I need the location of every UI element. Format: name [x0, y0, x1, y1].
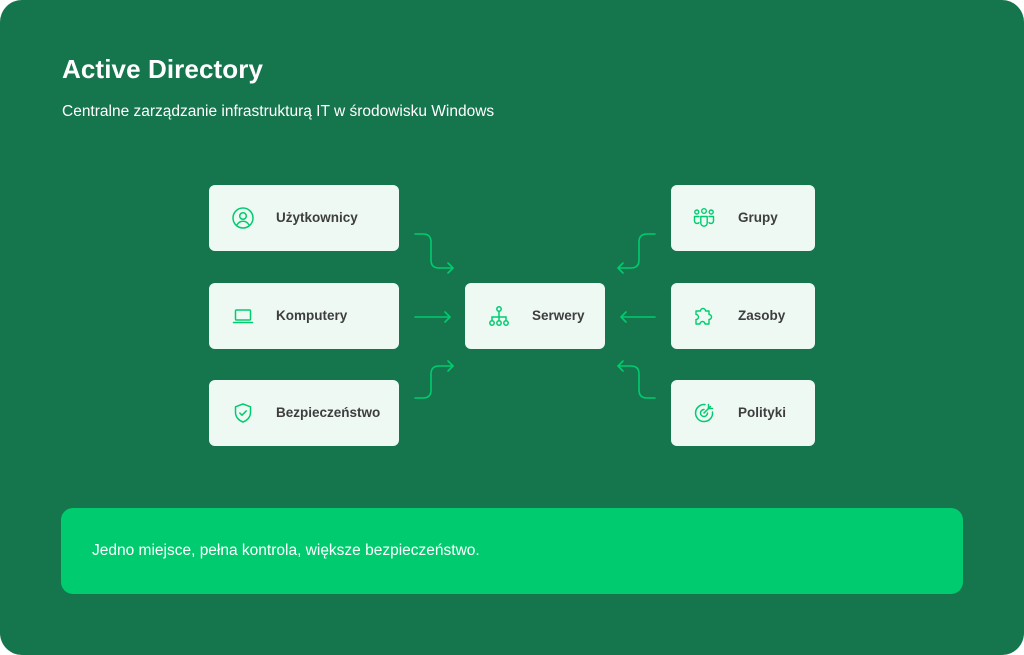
- node-users-label: Użytkownicy: [276, 210, 358, 225]
- group-icon: [693, 208, 715, 227]
- arrow-computers-to-servers: [414, 311, 451, 323]
- hierarchy-icon: [489, 306, 509, 326]
- summary-banner-text: Jedno miejsce, pełna kontrola, większe b…: [92, 542, 480, 559]
- arrow-policies-to-servers: [617, 360, 656, 399]
- node-servers-label: Serwery: [532, 308, 585, 323]
- page-subtitle: Centralne zarządzanie infrastrukturą IT …: [62, 103, 495, 120]
- shield-check-icon: [234, 403, 252, 423]
- node-groups-label: Grupy: [738, 210, 778, 225]
- node-security: Bezpieczeństwo: [209, 380, 399, 446]
- node-resources-label: Zasoby: [738, 308, 786, 323]
- node-security-label: Bezpieczeństwo: [276, 405, 381, 420]
- summary-banner: Jedno miejsce, pełna kontrola, większe b…: [61, 508, 963, 594]
- node-computers-label: Komputery: [276, 308, 348, 323]
- target-icon: [694, 403, 714, 423]
- puzzle-icon: [695, 307, 713, 325]
- page-title: Active Directory: [62, 54, 264, 84]
- node-policies: Polityki: [671, 380, 815, 446]
- arrow-groups-to-servers: [617, 233, 656, 274]
- node-servers: Serwery: [465, 283, 605, 349]
- node-groups: Grupy: [671, 185, 815, 251]
- laptop-icon: [232, 309, 254, 324]
- user-circle-icon: [232, 207, 254, 229]
- node-policies-label: Polityki: [738, 405, 787, 420]
- node-computers: Komputery: [209, 283, 399, 349]
- arrow-users-to-servers: [414, 233, 454, 274]
- arrow-resources-to-servers: [620, 311, 656, 323]
- arrow-security-to-servers: [414, 360, 454, 399]
- node-resources: Zasoby: [671, 283, 815, 349]
- node-users: Użytkownicy: [209, 185, 399, 251]
